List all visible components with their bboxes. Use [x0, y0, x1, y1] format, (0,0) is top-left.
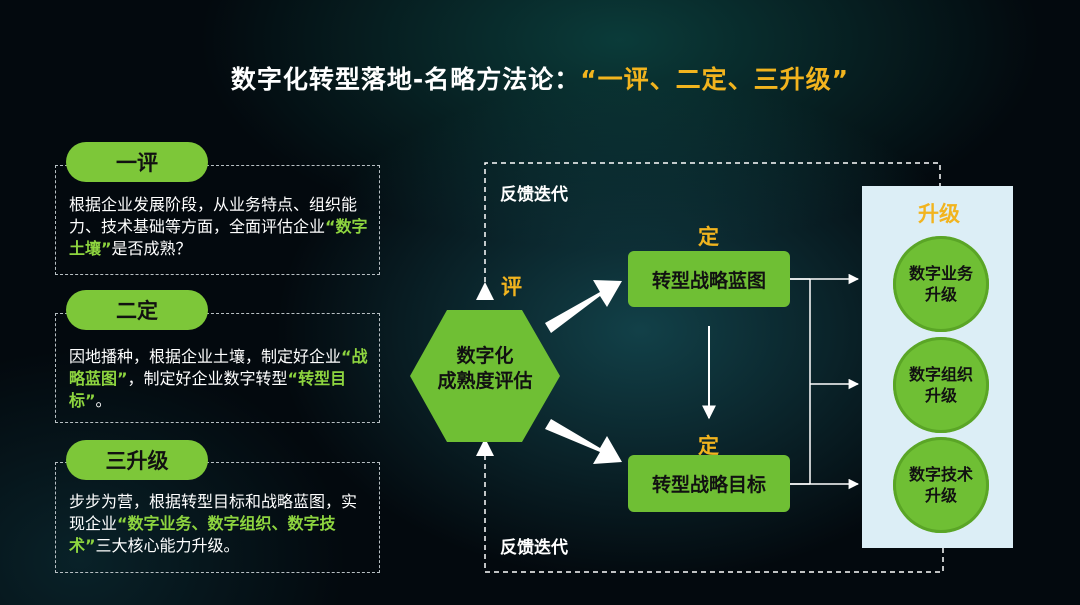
- panel-sanshengji-highlight: “数字业务、数字组织、数字技术”: [69, 514, 336, 555]
- upgrade-title: 升级: [918, 202, 960, 226]
- panel-erding: 因地播种，根据企业土壤，制定好企业“战略蓝图”，制定好企业数字转型“转型目标”。: [55, 313, 380, 423]
- circle-digital-business: 数字业务升级: [893, 236, 989, 332]
- pill-erding: 二定: [66, 290, 208, 330]
- circle-digital-business-line1: 数字业务: [908, 264, 973, 283]
- target-box: 转型战略目标: [628, 455, 790, 512]
- page-title: 数字化转型落地-名略方法论：“一评、二定、三升级”: [0, 60, 1080, 96]
- circle-digital-technology-line2: 升级: [924, 486, 957, 505]
- circle-digital-organization-line2: 升级: [924, 386, 957, 405]
- panel-sanshengji-text-after: 三大核心能力升级。: [95, 536, 240, 555]
- panel-yiping: 根据企业发展阶段，从业务特点、组织能力、技术基础等方面，全面评估企业“数字土壤”…: [55, 165, 380, 275]
- arrow-to-target: [545, 419, 622, 464]
- panel-yiping-text-after: 是否成熟？: [111, 239, 192, 258]
- circle-digital-organization-line1: 数字组织: [908, 365, 973, 384]
- title-main: 数字化转型落地-名略方法论：: [230, 65, 581, 94]
- feedback-arrowhead-top: [476, 282, 494, 300]
- feedback-loop-top: [484, 162, 941, 300]
- circle-digital-organization: 数字组织升级: [893, 337, 989, 433]
- panel-erding-text-after: 。: [95, 391, 112, 410]
- hexagon-label-line2: 成熟度评估: [437, 370, 533, 392]
- circle-digital-technology: 数字技术升级: [893, 437, 989, 533]
- feedback-label-bottom: 反馈迭代: [500, 538, 568, 558]
- panel-erding-text-middle: ，制定好企业数字转型: [127, 369, 288, 388]
- panel-yiping-highlight: “数字土壤”: [69, 217, 368, 258]
- arrow-to-blueprint: [545, 280, 622, 333]
- panel-erding-highlight2: “转型目标”: [69, 369, 347, 410]
- circle-digital-business-line2: 升级: [924, 285, 957, 304]
- panel-erding-highlight: “战略蓝图”: [69, 347, 368, 388]
- feedback-arrowhead-bottom: [476, 438, 494, 456]
- ping-label: 评: [501, 275, 522, 299]
- feedback-loop-bottom: [484, 455, 944, 573]
- title-highlight: “一评、二定、三升级”: [580, 65, 850, 94]
- panel-sanshengji-text-before: 步步为营，根据转型目标和战略蓝图，实现企业: [69, 492, 358, 533]
- blueprint-box: 转型战略蓝图: [628, 251, 790, 307]
- panel-yiping-text-before: 根据企业发展阶段，从业务特点、组织能力、技术基础等方面，全面评估企业: [69, 195, 358, 236]
- hexagon-label-line1: 数字化: [456, 345, 514, 367]
- feedback-label-top: 反馈迭代: [500, 185, 568, 205]
- panel-erding-text-before: 因地播种，根据企业土壤，制定好企业: [69, 347, 342, 366]
- maturity-hexagon: [410, 310, 560, 442]
- pill-sanshengji: 三升级: [66, 440, 208, 480]
- ding-label-bottom: 定: [698, 434, 719, 458]
- panel-erding-text: 因地播种，根据企业土壤，制定好企业“战略蓝图”，制定好企业数字转型“转型目标”。: [69, 346, 369, 412]
- panel-sanshengji: 步步为营，根据转型目标和战略蓝图，实现企业“数字业务、数字组织、数字技术”三大核…: [55, 462, 380, 573]
- panel-sanshengji-text: 步步为营，根据转型目标和战略蓝图，实现企业“数字业务、数字组织、数字技术”三大核…: [69, 491, 369, 557]
- hexagon-label: 数字化成熟度评估: [410, 344, 560, 394]
- circle-digital-technology-line1: 数字技术: [908, 465, 973, 484]
- ding-label-top: 定: [698, 225, 719, 249]
- panel-yiping-text: 根据企业发展阶段，从业务特点、组织能力、技术基础等方面，全面评估企业“数字土壤”…: [69, 194, 369, 260]
- pill-yiping: 一评: [66, 142, 208, 182]
